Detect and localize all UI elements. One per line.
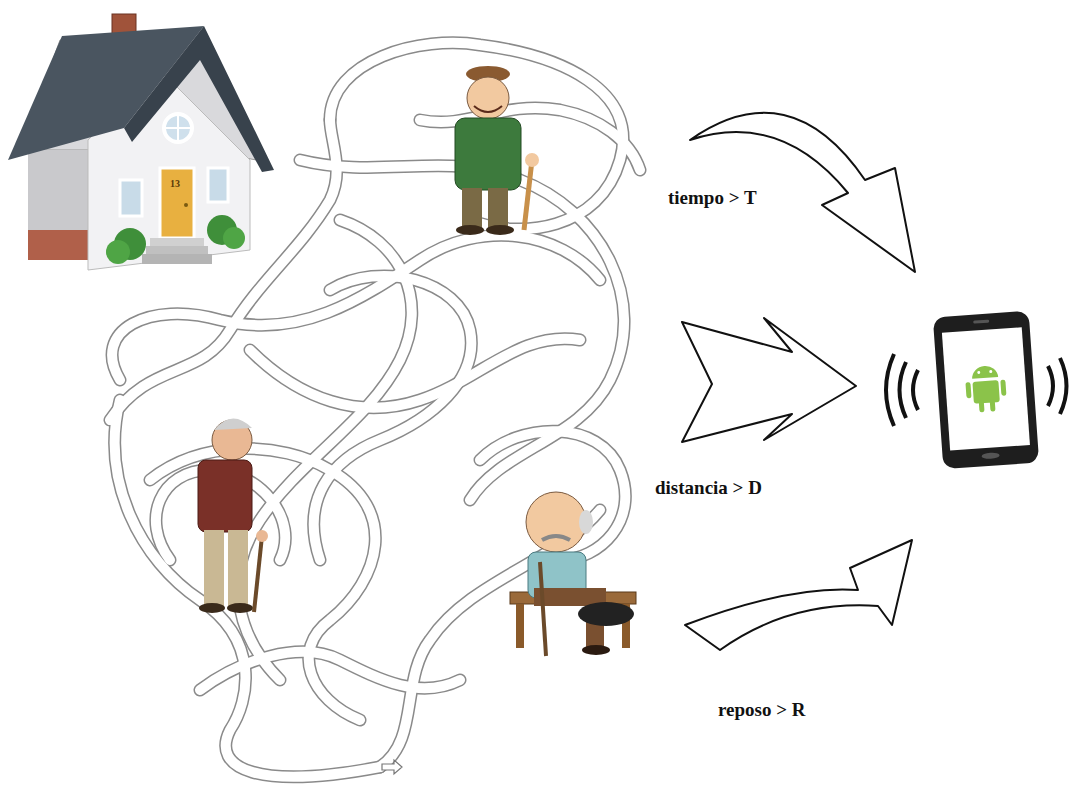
maze-path bbox=[480, 431, 625, 560]
arrow-label: reposo > R bbox=[718, 700, 806, 721]
old-man-resting bbox=[510, 492, 636, 656]
distance-arrow bbox=[682, 318, 856, 442]
maze-path bbox=[250, 339, 580, 408]
house bbox=[8, 14, 274, 270]
maze-path bbox=[115, 400, 380, 777]
maze-path bbox=[314, 276, 472, 560]
old-man-walking bbox=[455, 66, 539, 235]
maze-path bbox=[480, 431, 625, 560]
maze-path bbox=[300, 160, 624, 500]
maze-path bbox=[420, 108, 640, 170]
arrow-label: distancia > D bbox=[655, 478, 762, 499]
maze-path bbox=[250, 339, 580, 408]
maze-path bbox=[112, 235, 600, 380]
maze-path bbox=[300, 160, 624, 500]
maze-path bbox=[200, 652, 460, 690]
rest-arrow bbox=[685, 540, 912, 650]
arrow-label: tiempo > T bbox=[668, 188, 757, 209]
maze-path bbox=[150, 449, 375, 720]
maze-path bbox=[330, 43, 623, 229]
maze-path bbox=[314, 276, 472, 560]
maze-path bbox=[330, 43, 623, 229]
maze-path bbox=[420, 108, 640, 170]
house-number: 13 bbox=[170, 178, 180, 189]
maze-path bbox=[112, 235, 600, 380]
old-man-standing bbox=[198, 418, 268, 613]
exit-arrow bbox=[382, 760, 402, 774]
smartphone bbox=[886, 311, 1067, 469]
